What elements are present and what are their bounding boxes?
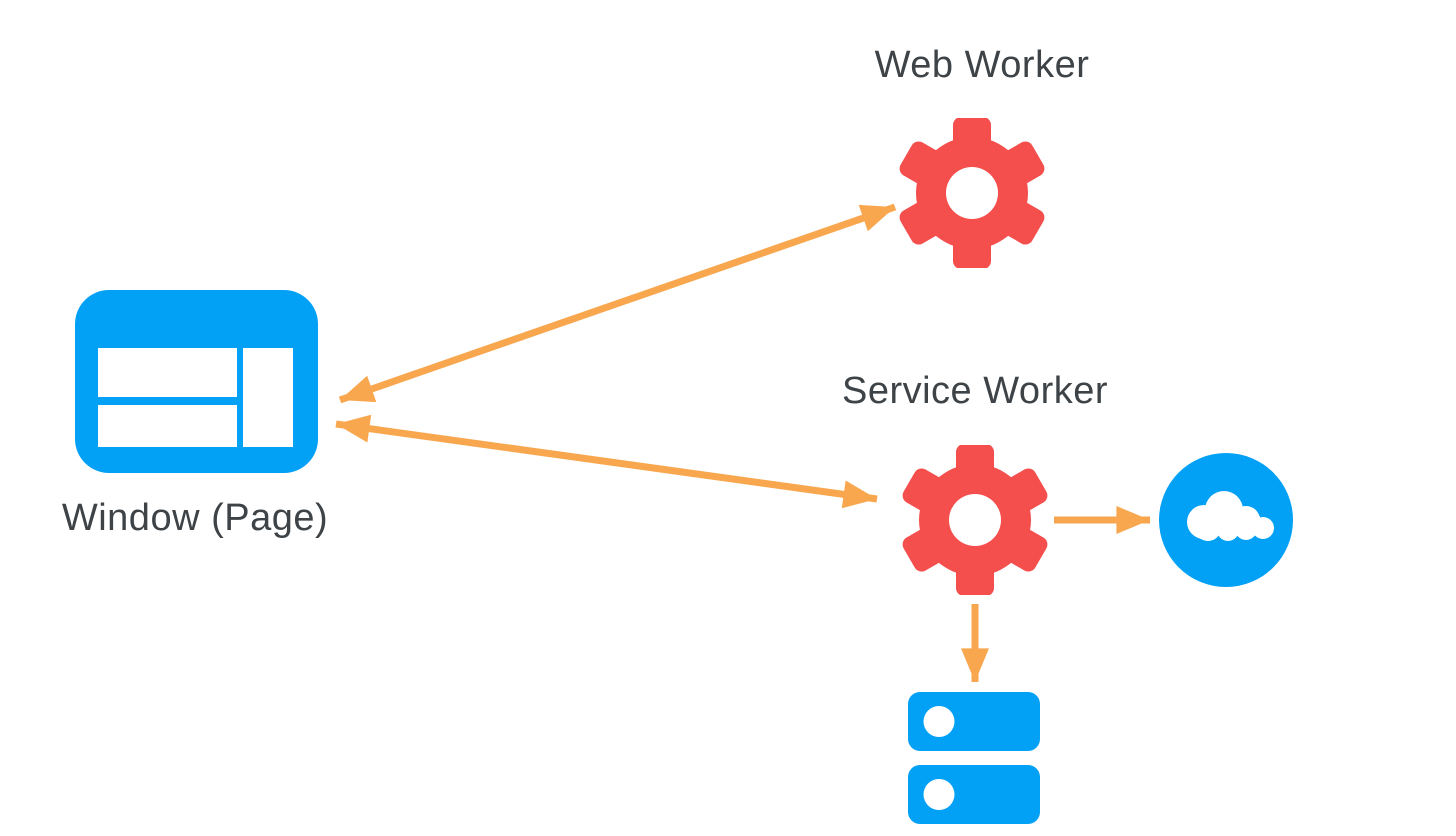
browser-window-icon <box>75 290 318 473</box>
cloud-icon <box>1159 453 1293 587</box>
service-worker-label: Service Worker <box>841 370 1109 412</box>
service-worker-gear-icon <box>902 445 1048 595</box>
window-page-label: Window (Page) <box>61 497 329 539</box>
web-worker-label: Web Worker <box>874 44 1090 86</box>
database-icon <box>908 692 1040 824</box>
web-worker-gear-icon <box>899 118 1045 268</box>
arrow-window-webworker <box>338 203 897 404</box>
arrow-window-serviceworker <box>335 414 878 509</box>
